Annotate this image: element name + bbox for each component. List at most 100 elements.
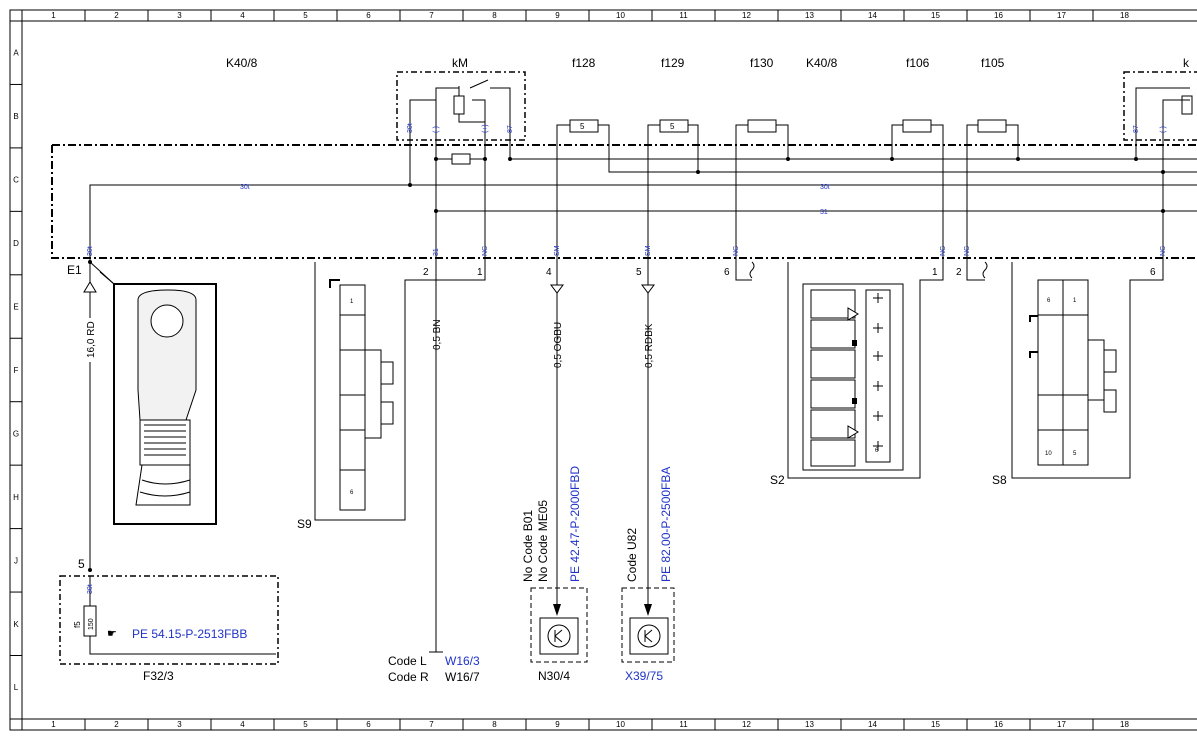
row-label-B: B (13, 112, 18, 121)
wire-bn: 0,5 BN (432, 319, 443, 350)
ref-f32[interactable]: PE 54.15-P-2513FBB (132, 627, 247, 641)
column-label-13: 13 (805, 11, 814, 20)
label-f130: f130 (750, 56, 774, 70)
k40-8-housing (51, 144, 1197, 259)
x39-75-box (621, 587, 675, 663)
pin-31-label: 31 (433, 248, 440, 256)
wire-rdbk: 0,5 RDBK (644, 323, 655, 368)
column-label-3: 3 (177, 720, 182, 729)
conn-pin-2: 2 (423, 267, 429, 278)
sheet-frame (9, 9, 1197, 731)
switch-s8 (1029, 279, 1117, 466)
n30-code-2: No Code ME05 (536, 500, 550, 582)
relay-pin-30t: 30t (407, 123, 414, 133)
label-x39-75[interactable]: X39/75 (625, 669, 663, 683)
wire-ogbu: 0,5 OGBU (553, 322, 564, 368)
conn-pin-1: 1 (477, 267, 483, 278)
row-label-L: L (14, 683, 19, 692)
column-label-6: 6 (366, 720, 371, 729)
column-label-10: 10 (616, 720, 625, 729)
fuse-f130 (747, 119, 777, 133)
f32-3-box (59, 575, 279, 665)
conn-pin-5: 5 (636, 267, 642, 278)
ref-x39-pe[interactable]: PE 82.00-P-2500FBA (659, 467, 673, 582)
e1-pin-label: 30t (87, 246, 94, 256)
row-label-J: J (14, 556, 18, 565)
km-right-relay-box (1123, 71, 1197, 141)
pin-nc-a-label: NC (482, 246, 489, 256)
label-f106: f106 (906, 56, 930, 70)
column-label-1: 1 (51, 720, 56, 729)
label-f128: f128 (572, 56, 596, 70)
wire-label-30t-right: 30t (820, 184, 830, 191)
column-label-2: 2 (114, 720, 119, 729)
column-label-1: 1 (51, 11, 56, 20)
column-label-9: 9 (555, 720, 560, 729)
junction-dots (408, 157, 1165, 213)
s9-pin-6: 6 (350, 490, 354, 496)
fuse-f129-value: 5 (670, 122, 675, 131)
column-label-7: 7 (429, 720, 434, 729)
label-k40-8-left: K40/8 (226, 56, 258, 70)
row-label-H: H (13, 493, 19, 502)
row-label-E: E (13, 303, 18, 312)
code-r-ref: W16/7 (445, 670, 480, 684)
relay-pin-plus: (+) (482, 124, 489, 133)
s2-conn-pin-2: 2 (956, 267, 962, 278)
ref-n30-pe[interactable]: PE 42.47-P-2000FBD (568, 466, 582, 582)
pin-sm-a-label: SM (554, 245, 561, 256)
row-label-F: F (14, 366, 19, 375)
f5-fuse (83, 576, 276, 655)
relay-pin-87: 87 (507, 125, 514, 133)
s8-pin-5: 5 (1073, 451, 1077, 457)
column-label-14: 14 (868, 11, 877, 20)
column-label-10: 10 (616, 11, 625, 20)
f32-pin-label: 30t (87, 584, 94, 594)
relay-pin-minus: (-) (433, 126, 440, 133)
column-label-17: 17 (1057, 720, 1066, 729)
e1-pin-node (88, 568, 92, 572)
label-e1-pin-5: 5 (78, 557, 85, 571)
x39-code: Code U82 (625, 528, 639, 582)
fuse-f106 (902, 119, 932, 133)
code-l-ref[interactable]: W16/3 (445, 654, 480, 668)
switch-s2 (802, 283, 904, 471)
grid-rulers: 1122334455667788991010111112121313141415… (10, 10, 1129, 730)
column-label-12: 12 (742, 11, 751, 20)
column-label-12: 12 (742, 720, 751, 729)
column-label-18: 18 (1120, 720, 1129, 729)
label-km: kM (452, 56, 468, 70)
column-label-13: 13 (805, 720, 814, 729)
column-label-5: 5 (303, 720, 308, 729)
row-label-D: D (13, 239, 19, 248)
column-label-7: 7 (429, 11, 434, 20)
column-label-5: 5 (303, 11, 308, 20)
column-label-11: 11 (679, 720, 688, 729)
conn-pin-4: 4 (546, 267, 552, 278)
s2-conn-pin-1: 1 (932, 267, 938, 278)
column-label-11: 11 (679, 11, 688, 20)
s8-conn-pin-6: 6 (1150, 267, 1156, 278)
label-s9: S9 (297, 517, 312, 531)
label-s8: S8 (992, 473, 1007, 487)
wire-end-arrows (553, 604, 652, 616)
row-label-G: G (13, 429, 19, 438)
right-relay-pin-87: 87 (1133, 125, 1140, 133)
pin-nc-b-label: NC (733, 246, 740, 256)
label-f5-rating: 150 (88, 618, 95, 630)
label-f105: f105 (981, 56, 1005, 70)
column-label-14: 14 (868, 720, 877, 729)
right-relay-pin-minus: (-) (1160, 126, 1167, 133)
column-label-16: 16 (994, 720, 1003, 729)
column-label-8: 8 (492, 720, 497, 729)
harness-wires (314, 258, 1164, 653)
x39-75-connector-icon (629, 617, 669, 655)
column-label-3: 3 (177, 11, 182, 20)
column-label-18: 18 (1120, 11, 1129, 20)
wire-label-30t: 30t (240, 184, 250, 191)
s8-pin-10: 10 (1045, 451, 1052, 457)
e1-cable (83, 258, 115, 570)
connector-arrows (550, 284, 655, 294)
column-label-8: 8 (492, 11, 497, 20)
